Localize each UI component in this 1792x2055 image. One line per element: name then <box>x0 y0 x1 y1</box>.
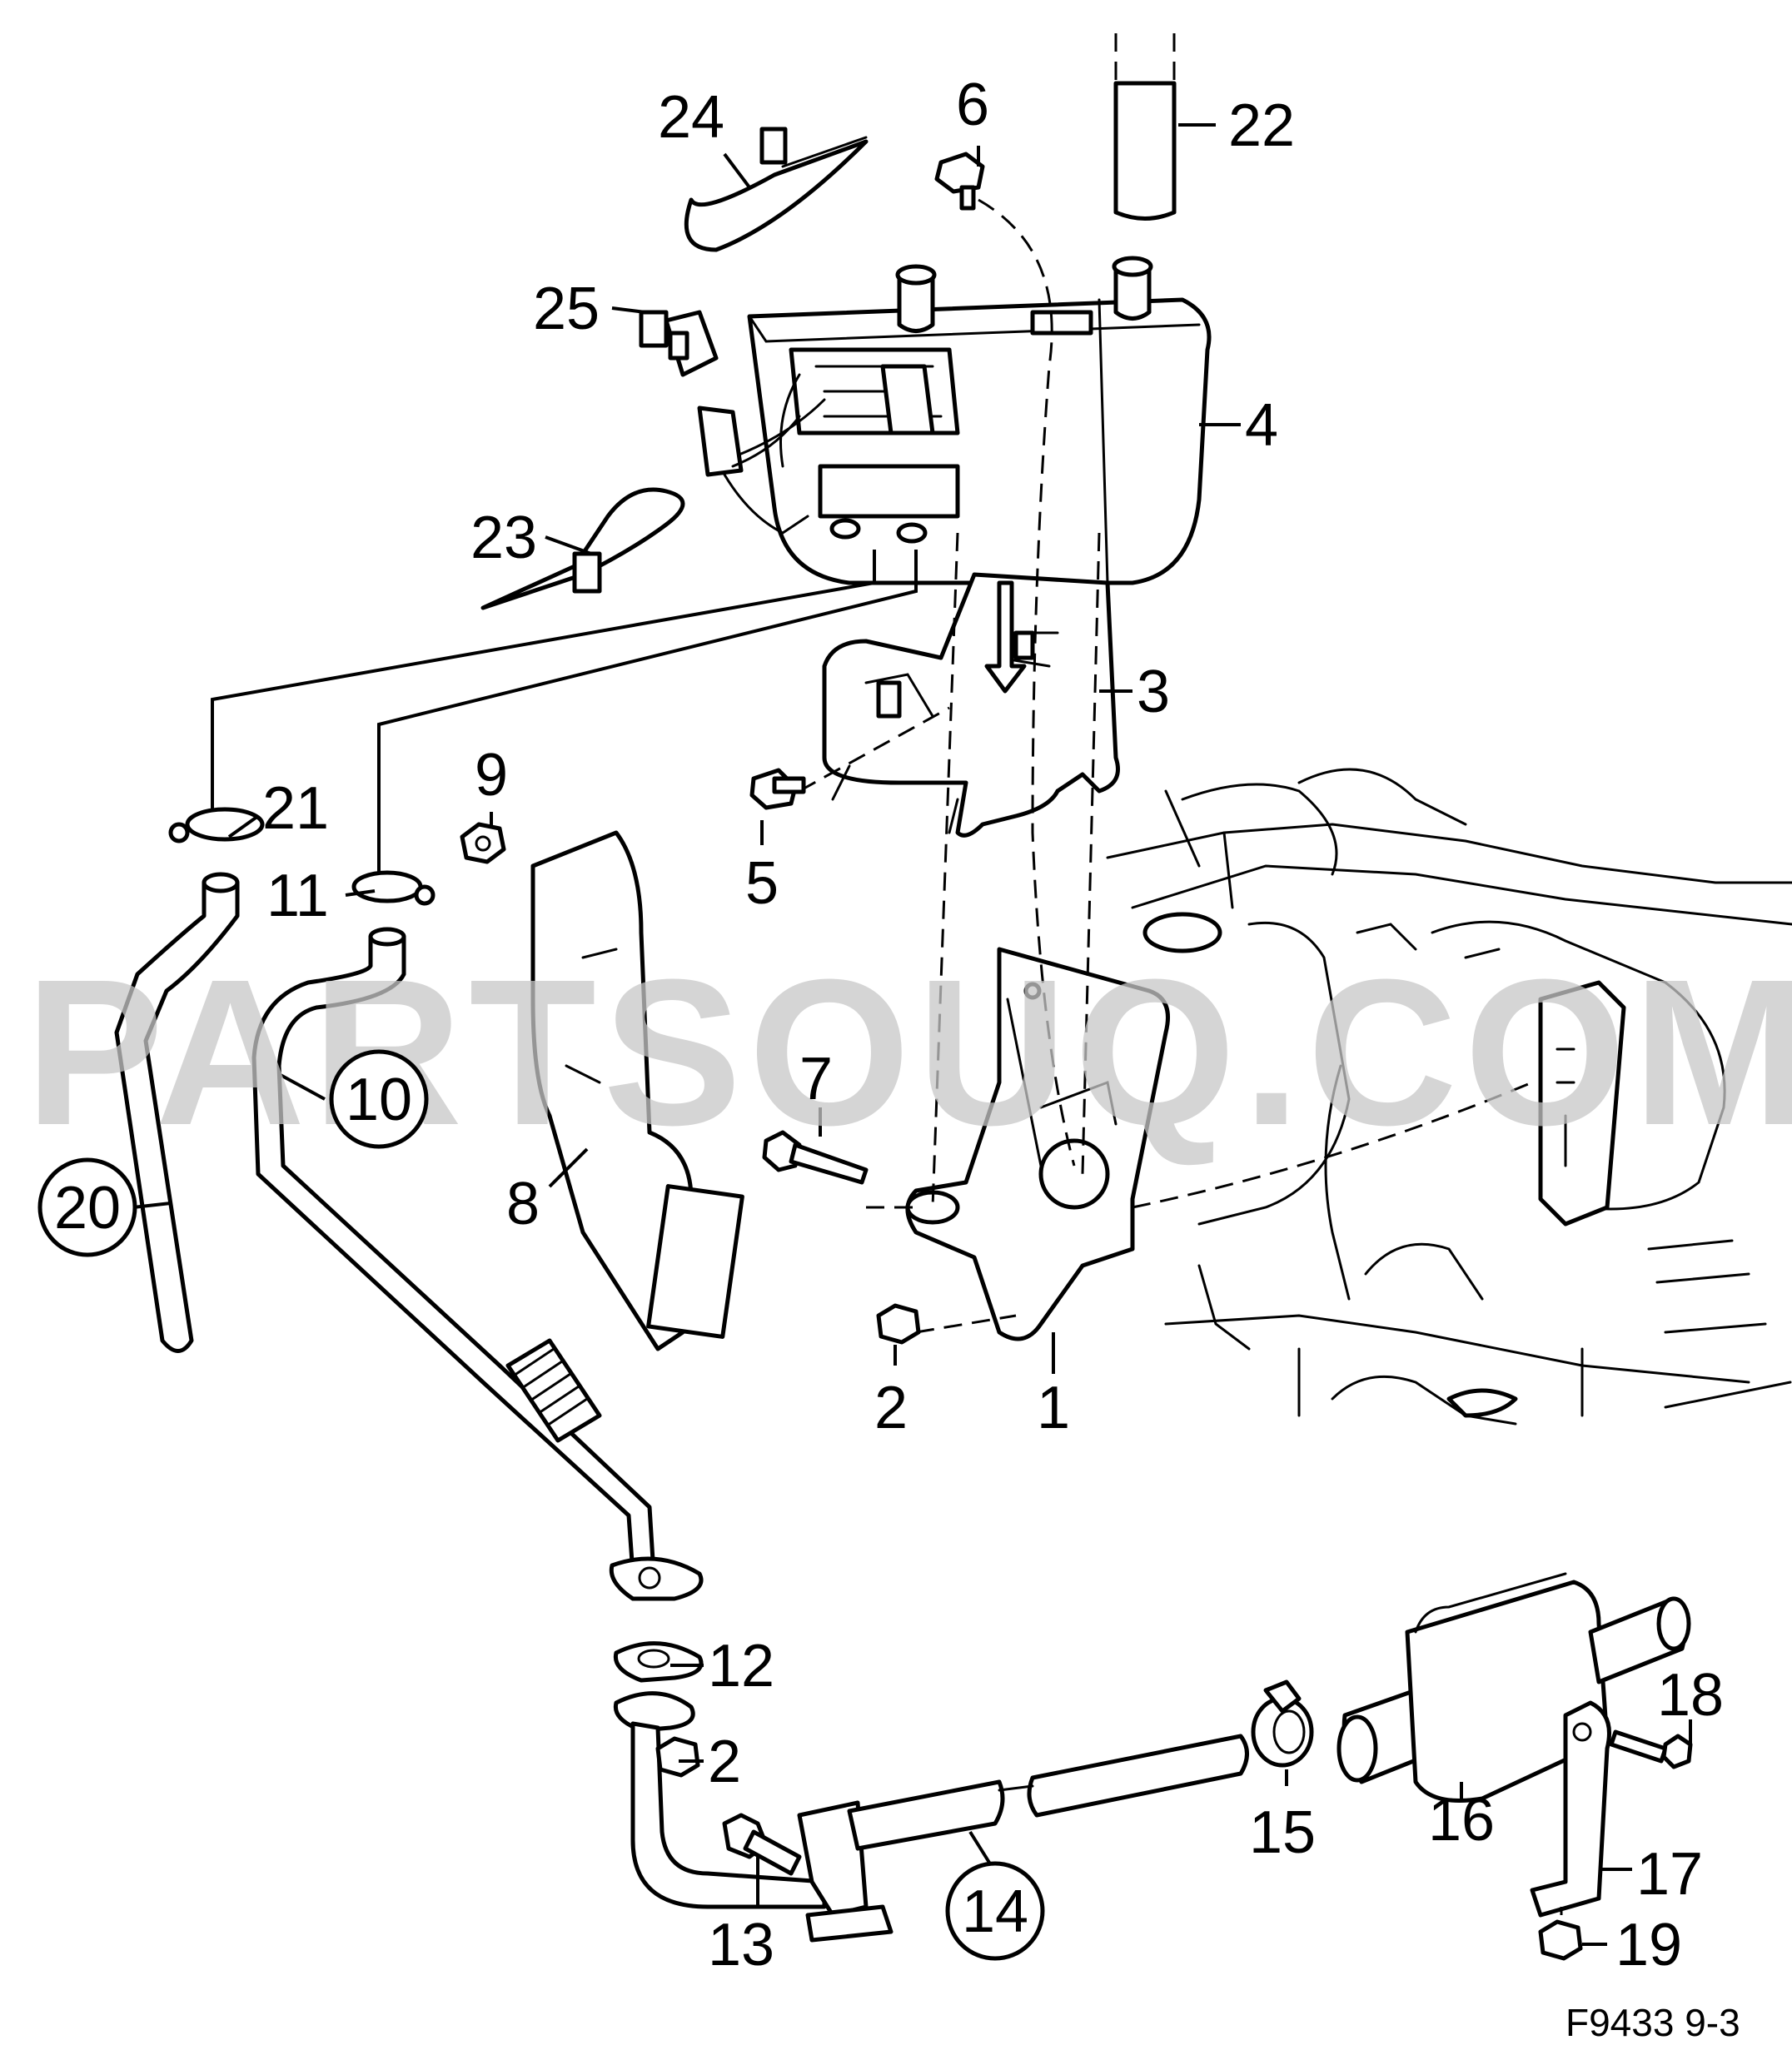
svg-text:10: 10 <box>346 1067 412 1133</box>
guide-line-body <box>1132 1081 1533 1209</box>
nut-part-19 <box>1538 1907 1583 1961</box>
bolt-part-5 <box>749 768 806 810</box>
gasket-part-12 <box>613 1641 704 1683</box>
nut-part-2b <box>655 1736 700 1778</box>
callout-2b: 2 <box>708 1729 741 1795</box>
callout-18: 18 <box>1657 1662 1724 1729</box>
callout-12: 12 <box>708 1633 774 1699</box>
callout-19: 19 <box>1615 1912 1682 1978</box>
cable-tie-part-24 <box>684 127 869 252</box>
circled-callout-14: 14 <box>945 1861 1045 1961</box>
callout-11: 11 <box>266 863 329 929</box>
clamp-part-11 <box>351 870 436 906</box>
callout-16: 16 <box>1428 1787 1495 1853</box>
pipe-part-14 <box>847 1734 1249 1851</box>
guide-line-6 <box>978 198 1076 1167</box>
bolt-part-6 <box>934 152 985 211</box>
leader-lines <box>132 123 1692 1946</box>
wiring-connector <box>697 398 826 535</box>
callout-24: 24 <box>658 84 724 151</box>
clamp-part-15 <box>1251 1679 1314 1768</box>
watermark-text: PARTSOUQ.COM <box>25 936 1792 1168</box>
callout-labels: 6 22 24 25 4 23 3 9 21 5 11 7 8 2 1 12 2… <box>262 72 1724 1978</box>
callout-4: 4 <box>1245 392 1278 459</box>
lower-bracket <box>905 947 1170 1341</box>
mounting-bracket <box>822 572 1120 838</box>
heat-shield-part-8 <box>530 830 744 1351</box>
clamp-part-21 <box>168 807 265 843</box>
nut-part-2a <box>876 1303 921 1345</box>
connector-line-21 <box>211 550 876 824</box>
callout-9: 9 <box>475 742 508 809</box>
callout-7: 7 <box>799 1046 833 1112</box>
pipe-part-10 <box>251 927 704 1601</box>
callout-15: 15 <box>1249 1799 1316 1866</box>
cable-tie-part-23 <box>480 487 685 610</box>
pipe-part-22 <box>1113 33 1177 221</box>
guide-line-2 <box>915 1314 1017 1334</box>
bolt-part-7 <box>762 1130 869 1185</box>
heater-unit <box>747 256 1212 585</box>
callout-1: 1 <box>1037 1375 1070 1441</box>
callout-17: 17 <box>1636 1841 1703 1908</box>
bracket-part-17 <box>1530 1700 1611 1918</box>
assembly-arrow <box>984 580 1027 694</box>
callout-6: 6 <box>956 72 989 138</box>
connector-line-11 <box>377 550 918 874</box>
hose-part-20 <box>114 872 240 1353</box>
guide-line-5 <box>799 706 950 793</box>
circled-callout-20: 20 <box>37 1157 137 1257</box>
callout-23: 23 <box>470 505 537 571</box>
vehicle-body-panel <box>1106 768 1792 1426</box>
callout-25: 25 <box>533 276 600 342</box>
nut-part-9 <box>460 822 506 864</box>
svg-text:20: 20 <box>54 1175 121 1241</box>
callout-21: 21 <box>262 775 329 842</box>
callout-22: 22 <box>1228 92 1295 159</box>
callout-13: 13 <box>708 1912 774 1978</box>
callout-5: 5 <box>745 850 779 917</box>
silencer-part-16 <box>1337 1572 1691 1803</box>
exhaust-elbow-part <box>613 1691 894 1943</box>
sensor-part-25 <box>639 310 719 377</box>
guide-line-bracket-right <box>1081 532 1101 1175</box>
callout-3: 3 <box>1137 659 1170 725</box>
bolt-part-18 <box>1609 1729 1693 1769</box>
figure-reference: F9433 9-3 <box>1566 2001 1740 2044</box>
svg-text:14: 14 <box>962 1878 1028 1945</box>
circled-callout-10: 10 <box>329 1049 429 1149</box>
callout-2a: 2 <box>874 1375 908 1441</box>
callout-8: 8 <box>506 1171 540 1237</box>
